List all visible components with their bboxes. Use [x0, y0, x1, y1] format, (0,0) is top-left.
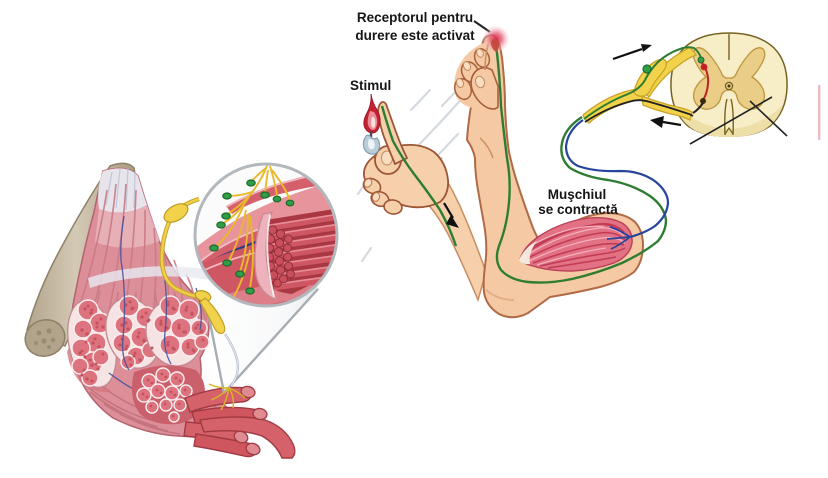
svg-text:Receptorul pentru: Receptorul pentru: [357, 10, 473, 25]
svg-text:Stimul: Stimul: [350, 78, 391, 93]
svg-text:Muşchiul: Muşchiul: [548, 187, 607, 202]
svg-text:se contractă: se contractă: [538, 202, 618, 217]
svg-text:durere este activat: durere este activat: [355, 28, 475, 43]
